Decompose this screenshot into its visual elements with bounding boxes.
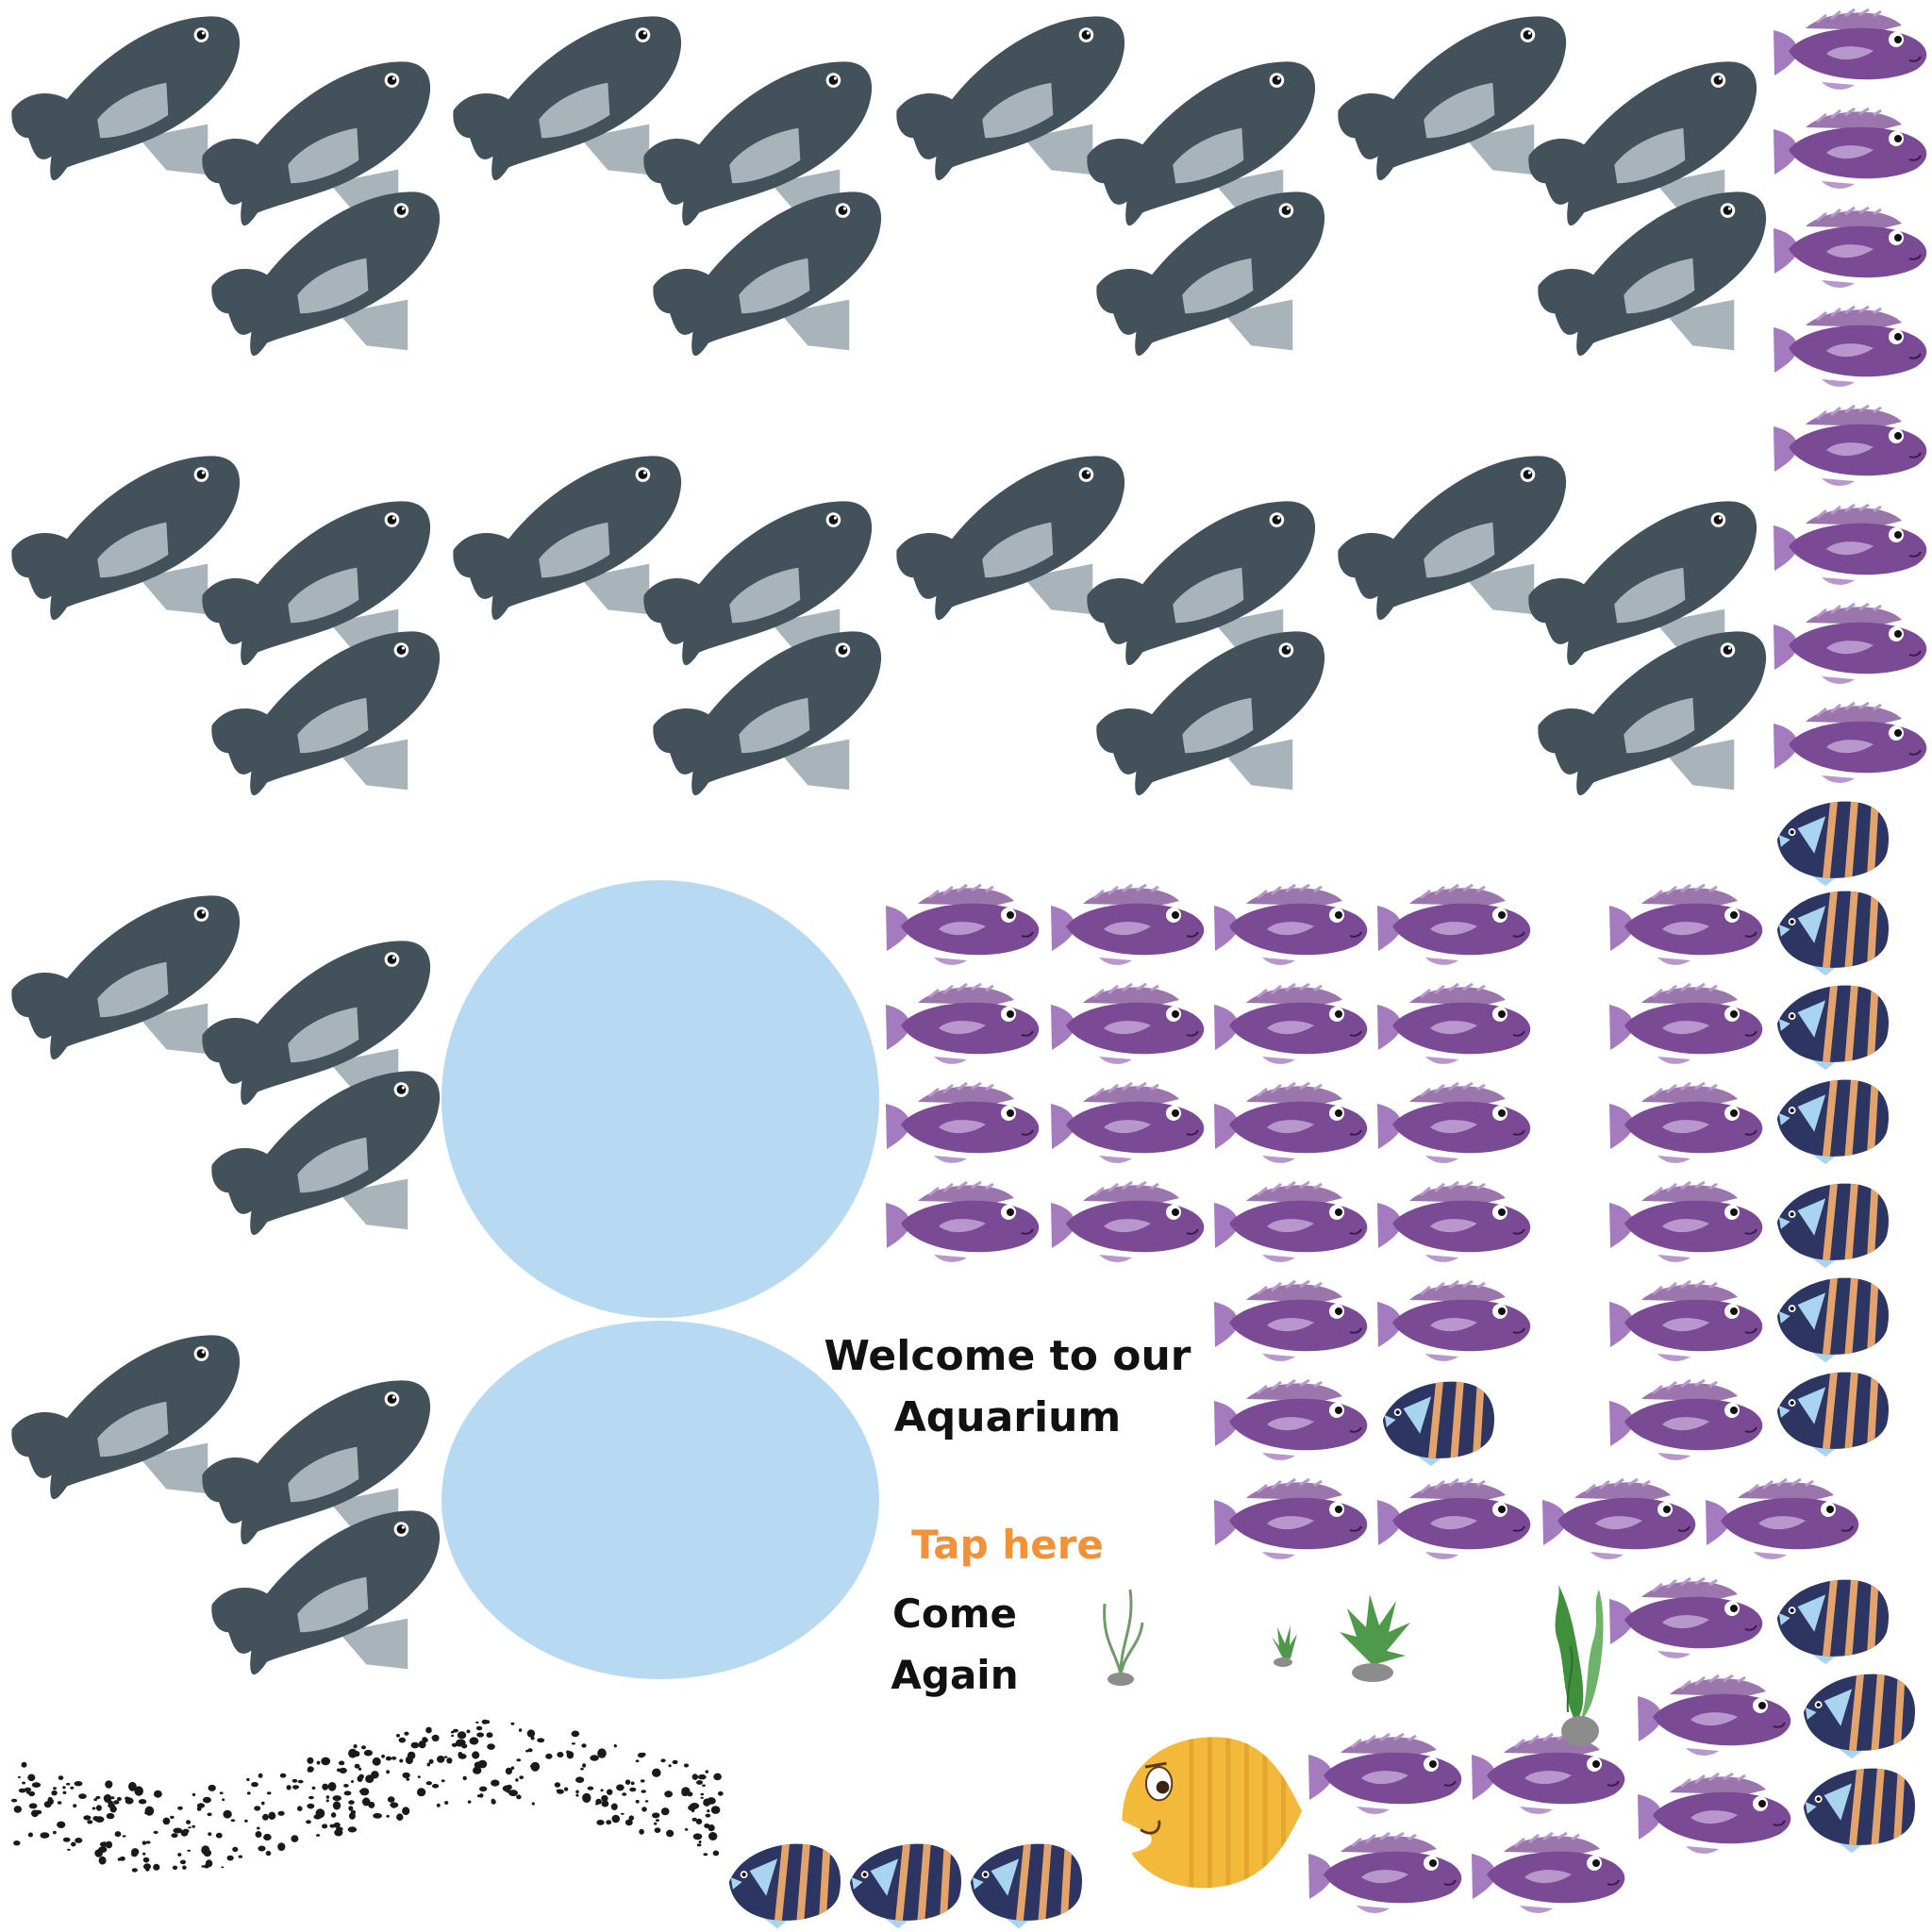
striped-angelfish-icon — [1777, 1175, 1889, 1268]
striped-angelfish-icon — [1383, 1374, 1494, 1466]
purple-fish-icon — [1375, 1180, 1532, 1264]
striped-angelfish-icon — [1804, 1666, 1915, 1758]
striped-angelfish-icon — [1777, 1364, 1889, 1457]
purple-fish-icon — [1607, 1081, 1764, 1165]
purple-fish-icon — [1212, 883, 1369, 967]
striped-angelfish-icon — [971, 1836, 1082, 1928]
purple-fish-icon — [1470, 1831, 1626, 1915]
tap-here-button[interactable]: Tap here — [911, 1522, 1104, 1568]
purple-fish-icon — [1607, 982, 1764, 1066]
purple-fish-icon — [1212, 1081, 1369, 1165]
bubble-icon — [441, 880, 879, 1679]
seaweed-icon — [1103, 1588, 1144, 1688]
seaweed-bush-icon — [1340, 1594, 1410, 1682]
purple-fish-icon — [1636, 1674, 1792, 1757]
purple-fish-icon — [1636, 1772, 1792, 1856]
purple-fish-icon — [1772, 206, 1928, 290]
purple-fish-icon — [1772, 701, 1928, 785]
purple-fish-icon — [1049, 1081, 1206, 1165]
purple-fish-icon — [884, 1081, 1041, 1165]
come-line1: Come — [892, 1591, 1017, 1637]
purple-fish-icon — [1704, 1477, 1860, 1561]
striped-angelfish-icon — [850, 1836, 961, 1928]
seaweed-tall-icon — [1554, 1584, 1605, 1747]
striped-angelfish-icon — [1804, 1760, 1915, 1853]
come-line2: Again — [891, 1652, 1018, 1698]
purple-fish-icon — [1307, 1732, 1463, 1816]
purple-fish-icon — [884, 883, 1041, 967]
sand-pebbles-icon — [11, 1719, 724, 1873]
purple-fish-icon — [1470, 1732, 1626, 1816]
dark-fish-group — [11, 16, 1767, 1675]
welcome-line2: Aquarium — [894, 1393, 1122, 1441]
purple-fish-icon — [1607, 1180, 1764, 1264]
welcome-line1: Welcome to our — [824, 1332, 1191, 1380]
purple-fish-icon — [1049, 982, 1206, 1066]
purple-fish-icon — [1375, 982, 1532, 1066]
striped-angelfish-icon — [729, 1836, 841, 1928]
seaweed-small-icon — [1272, 1625, 1297, 1667]
purple-fish-icon — [1772, 8, 1928, 92]
purple-fish-icon — [1375, 1477, 1532, 1561]
purple-fish-icon — [1541, 1477, 1697, 1561]
purple-fish-icon — [1772, 404, 1928, 488]
purple-fish-icon — [1375, 883, 1532, 967]
striped-angelfish-icon — [1777, 1072, 1889, 1164]
purple-fish-icon — [1375, 1081, 1532, 1165]
purple-fish-icon — [1375, 1279, 1532, 1363]
striped-angelfish-icon — [1777, 883, 1889, 975]
striped-angelfish-icon — [1777, 1270, 1889, 1362]
purple-fish-icon — [1772, 602, 1928, 686]
purple-fish-icon — [1607, 883, 1764, 967]
striped-angelfish-icon — [1777, 1572, 1889, 1664]
purple-fish-icon — [1212, 1180, 1369, 1264]
purple-fish-icon — [1307, 1831, 1463, 1915]
purple-fish-icon — [1212, 1477, 1369, 1561]
purple-fish-icon — [1607, 1576, 1764, 1660]
purple-fish-icon — [1772, 305, 1928, 389]
purple-fish-icon — [1212, 982, 1369, 1066]
purple-fish-icon — [1049, 883, 1206, 967]
purple-fish-icon — [1607, 1279, 1764, 1363]
purple-fish-icon — [1212, 1279, 1369, 1363]
purple-fish-icon — [1772, 503, 1928, 587]
purple-fish-icon — [1049, 1180, 1206, 1264]
purple-fish-icon — [884, 982, 1041, 1066]
striped-angelfish-icon — [1777, 793, 1889, 886]
purple-fish-icon — [1212, 1378, 1369, 1462]
purple-fish-icon — [884, 1180, 1041, 1264]
yellow-goldfish-icon — [1123, 1728, 1303, 1894]
striped-angelfish-icon — [1777, 977, 1889, 1070]
purple-fish-icon — [1772, 107, 1928, 191]
purple-fish-icon — [1607, 1378, 1764, 1462]
